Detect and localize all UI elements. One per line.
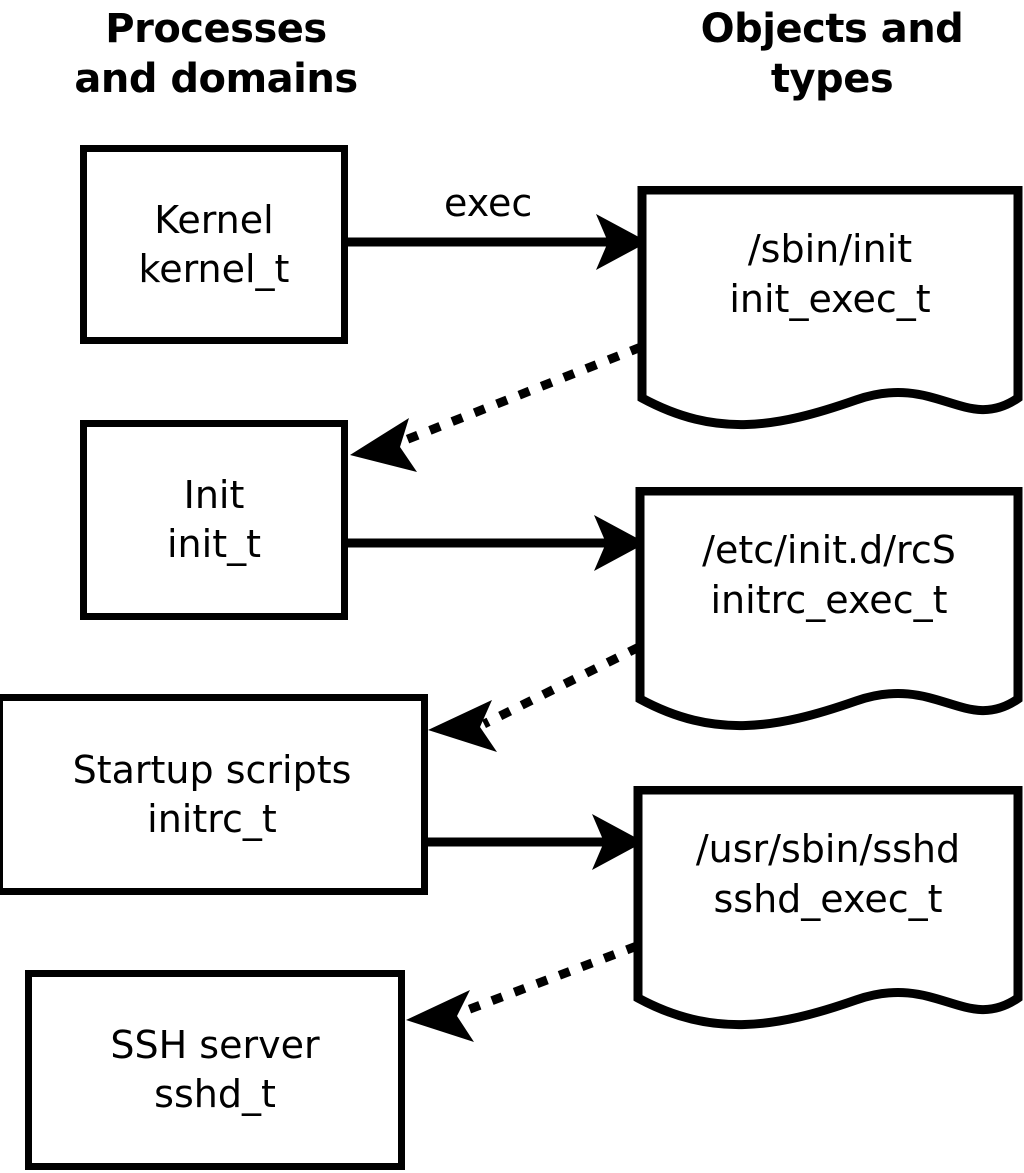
object-doc-initrc-exec[interactable]: /etc/init.d/rcS initrc_exec_t <box>634 487 1024 737</box>
process-box-ssh-server[interactable]: SSH server sshd_t <box>25 970 405 1170</box>
object-doc-sshd-exec[interactable]: /usr/sbin/sshd sshd_exec_t <box>632 786 1024 1036</box>
edge-initrcexec-transition-initrc <box>428 642 642 752</box>
edge-initexec-transition-init <box>350 342 643 472</box>
column-heading-objects: Objects and types <box>700 6 964 102</box>
object-doc-init-exec[interactable]: /sbin/init init_exec_t <box>636 186 1024 436</box>
process-box-init-line2: init_t <box>167 522 261 566</box>
process-box-startup-scripts-line1: Startup scripts <box>72 747 352 792</box>
edge-label-exec: exec <box>444 181 533 225</box>
edge-initrc-exec-sshd <box>428 814 644 870</box>
edge-sshdexec-transition-sshd <box>406 941 639 1042</box>
edge-init-exec-initrc <box>348 515 646 571</box>
process-box-startup-scripts[interactable]: Startup scripts initrc_t <box>0 694 428 895</box>
process-box-ssh-server-line2: sshd_t <box>154 1072 276 1116</box>
process-box-init-line1: Init <box>183 473 245 517</box>
process-box-kernel-line2: kernel_t <box>138 246 290 291</box>
process-box-init[interactable]: Init init_t <box>80 420 348 620</box>
column-heading-processes: Processes and domains <box>74 6 358 102</box>
process-box-startup-scripts-line2: initrc_t <box>147 796 277 841</box>
process-box-kernel[interactable]: Kernel kernel_t <box>80 145 348 344</box>
process-box-kernel-line1: Kernel <box>154 197 274 242</box>
process-box-ssh-server-line1: SSH server <box>110 1023 320 1067</box>
